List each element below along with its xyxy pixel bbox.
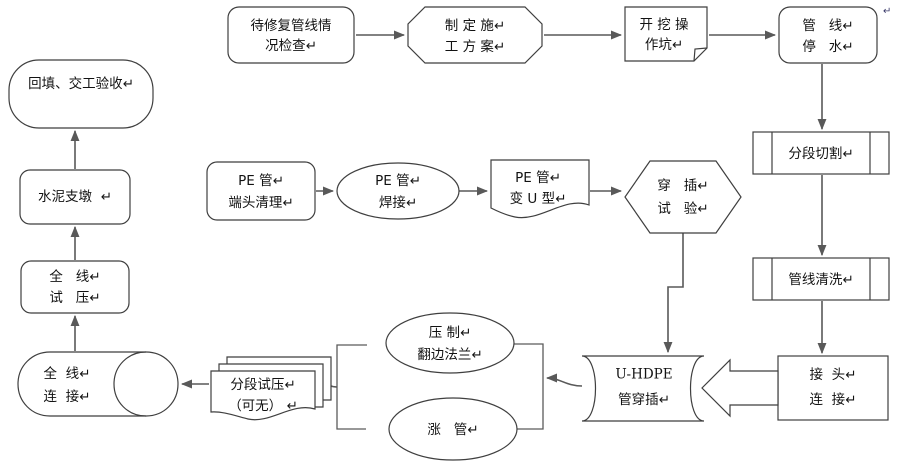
node-insert-test-line2: 试 验↵ [657,201,708,217]
node-fullconn-line1: 全 线↵ [44,365,91,382]
node-excavate-pit-line2: 作坑↵ [645,37,683,53]
node-pe-pipe-end-cleaning[interactable]: PE 管↵ 端头清理↵ [206,161,316,221]
edge-uhdpe-to-flange-expand [545,373,583,387]
node-joint-connection-line2: 连 接↵ [810,391,857,408]
node-sectional-cutting[interactable]: 分段切割↵ [752,131,890,175]
node-pipeline-water-stop[interactable]: 管 线↵ 停 水↵ [778,6,878,64]
node-fullconn-line2: 连 接↵ [44,388,91,405]
node-fulltest-line1: 全 线↵ [49,268,100,285]
node-press-flanging-flange[interactable]: 压 制↵ 翻边法兰↵ [385,312,515,374]
pilcrow-top-right-icon: ↵ [883,6,891,17]
node-inspect-pipeline[interactable]: 待修复管线情 况检查↵ [227,6,355,64]
node-fulltest-line2: 试 压↵ [49,290,100,306]
node-pe-weld-line1: PE 管↵ [375,173,421,189]
node-inspect-pipeline-line2: 况检查↵ [265,38,317,54]
node-uhdpe-line2: 管穿插↵ [618,392,670,408]
node-uhdpe-line1: U-HDPE [615,367,672,383]
node-pe-pipe-welding[interactable]: PE 管↵ 焊接↵ [336,162,460,220]
node-sectest-line2: （可无） ↵ [228,398,298,414]
node-sectest-line1: 分段试压↵ [230,377,295,393]
node-backfill-and-acceptance[interactable]: 回填、交工验收↵ [8,59,154,129]
node-insert-test-line1: 穿 插↵ [657,178,708,194]
node-pipeline-cleaning[interactable]: 管线清洗↵ [752,257,890,301]
node-sectional-pressure-test[interactable]: 分段试压↵ （可无） ↵ [210,356,332,421]
edge-insert-to-uhdpe [663,233,684,354]
node-flange-line2: 翻边法兰↵ [417,347,482,363]
node-construction-plan-line2: 工 方 案↵ [445,38,505,55]
node-pipeline-cleaning-label: 管线清洗↵ [788,272,853,288]
node-insertion-test[interactable]: 穿 插↵ 试 验↵ [624,160,742,234]
node-pe-clean-line1: PE 管↵ [238,173,284,189]
node-uhdpe-pipe-insertion[interactable]: U-HDPE 管穿插↵ [581,355,705,422]
edge-flange-expand-bracket-right [513,343,544,430]
node-excavate-pit[interactable]: 开 挖 操 作坑↵ [624,6,708,62]
node-full-line-pressure-test[interactable]: 全 线↵ 试 压↵ [20,260,130,314]
node-pipeline-water-stop-line2: 停 水↵ [802,38,853,55]
node-pe-u-line1: PE 管↵ [515,170,561,186]
node-backfill-label: 回填、交工验收↵ [28,75,134,92]
node-joint-connection-line1: 接 头↵ [810,366,857,383]
node-pe-pipe-to-u-shape[interactable]: PE 管↵ 变 U 型↵ [490,159,590,219]
node-flange-line1: 压 制↵ [429,325,472,341]
node-pe-weld-line2: 焊接↵ [379,194,417,211]
node-construction-plan[interactable]: 制 定 施↵ 工 方 案↵ [407,6,543,64]
node-pipeline-water-stop-line1: 管 线↵ [802,18,853,34]
node-support-label: 水泥支墩 ↵ [38,189,112,205]
node-joint-connection[interactable]: 接 头↵ 连 接↵ [777,355,889,421]
node-pipe-expansion[interactable]: 涨 管↵ [388,397,518,461]
node-construction-plan-line1: 制 定 施↵ [445,18,505,34]
node-sectional-cutting-label: 分段切割↵ [788,145,853,162]
node-inspect-pipeline-line1: 待修复管线情 [251,17,332,34]
node-pe-clean-line2: 端头清理↵ [228,195,293,211]
node-expansion-label: 涨 管↵ [427,422,478,438]
edge-flange-expand-bracket-left [336,344,367,430]
node-pe-u-line2: 变 U 型↵ [510,191,567,207]
edge-joint-to-uhdpe [701,358,779,418]
node-full-line-connection[interactable]: 全 线↵ 连 接↵ [17,351,179,417]
node-cement-support-pier[interactable]: 水泥支墩 ↵ [19,169,131,225]
node-excavate-pit-line1: 开 挖 操 [639,17,689,33]
